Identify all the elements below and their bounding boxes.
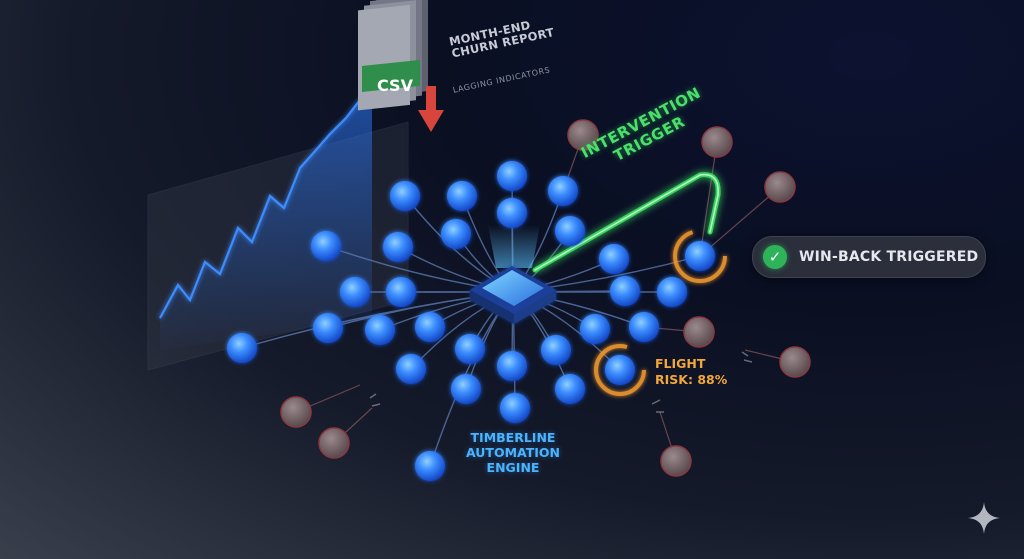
customer-node [497, 198, 527, 228]
lost-customer-link [699, 186, 781, 257]
customer-node [610, 276, 640, 306]
customer-node [415, 451, 445, 481]
customer-node [455, 334, 485, 364]
customer-node [541, 335, 571, 365]
customer-node [311, 231, 341, 261]
customer-node [313, 313, 343, 343]
chart-line [159, 94, 373, 319]
customer-node [447, 181, 477, 211]
lost-customer-link [699, 141, 718, 257]
customer-node [580, 314, 610, 344]
customer-node [451, 374, 481, 404]
flight-risk-ring [594, 344, 646, 396]
customer-node [555, 374, 585, 404]
broken-links [369, 351, 753, 413]
customer-node [383, 232, 413, 262]
customer-node [657, 277, 687, 307]
customer-node [497, 161, 527, 191]
customer-node [415, 312, 445, 342]
customer-node [629, 312, 659, 342]
chart-area [160, 96, 372, 350]
automation-engine-label: TIMBERLINE AUTOMATION ENGINE [465, 430, 560, 475]
csv-file-icon [358, 0, 428, 111]
customer-node [396, 354, 426, 384]
flight-risk-label: FLIGHT RISK: 88% [655, 356, 728, 387]
churned-customer-node [779, 346, 811, 378]
win-back-status-text: WIN-BACK TRIGGERED [799, 249, 979, 265]
customer-node [386, 277, 416, 307]
check-icon: ✓ [763, 245, 787, 269]
customer-node [441, 219, 471, 249]
churned-customer-node [701, 126, 733, 158]
win-back-ring [673, 229, 727, 283]
lagging-chart-panel [147, 94, 409, 371]
customer-node [227, 333, 257, 363]
sparkle-icon [968, 502, 1000, 534]
churned-customer-node [567, 119, 599, 151]
churned-customer-node [318, 427, 350, 459]
churned-customer-node [764, 171, 796, 203]
churned-customer-node [683, 316, 715, 348]
customer-node [497, 351, 527, 381]
customer-node [605, 355, 635, 385]
win-back-status-badge: ✓ WIN-BACK TRIGGERED [752, 236, 986, 278]
churned-customer-node [660, 445, 692, 477]
engine-beam [488, 225, 540, 268]
customer-node [555, 216, 585, 246]
customer-node [500, 393, 530, 423]
churned-customer-node [280, 396, 312, 428]
automation-engine-chip [470, 266, 556, 324]
customer-node [685, 241, 715, 271]
customer-node [340, 277, 370, 307]
down-arrow-icon [418, 86, 444, 132]
customer-node [365, 315, 395, 345]
customer-node [548, 176, 578, 206]
customer-node [390, 181, 420, 211]
csv-file-label: CSV [377, 76, 413, 95]
customer-node [599, 244, 629, 274]
